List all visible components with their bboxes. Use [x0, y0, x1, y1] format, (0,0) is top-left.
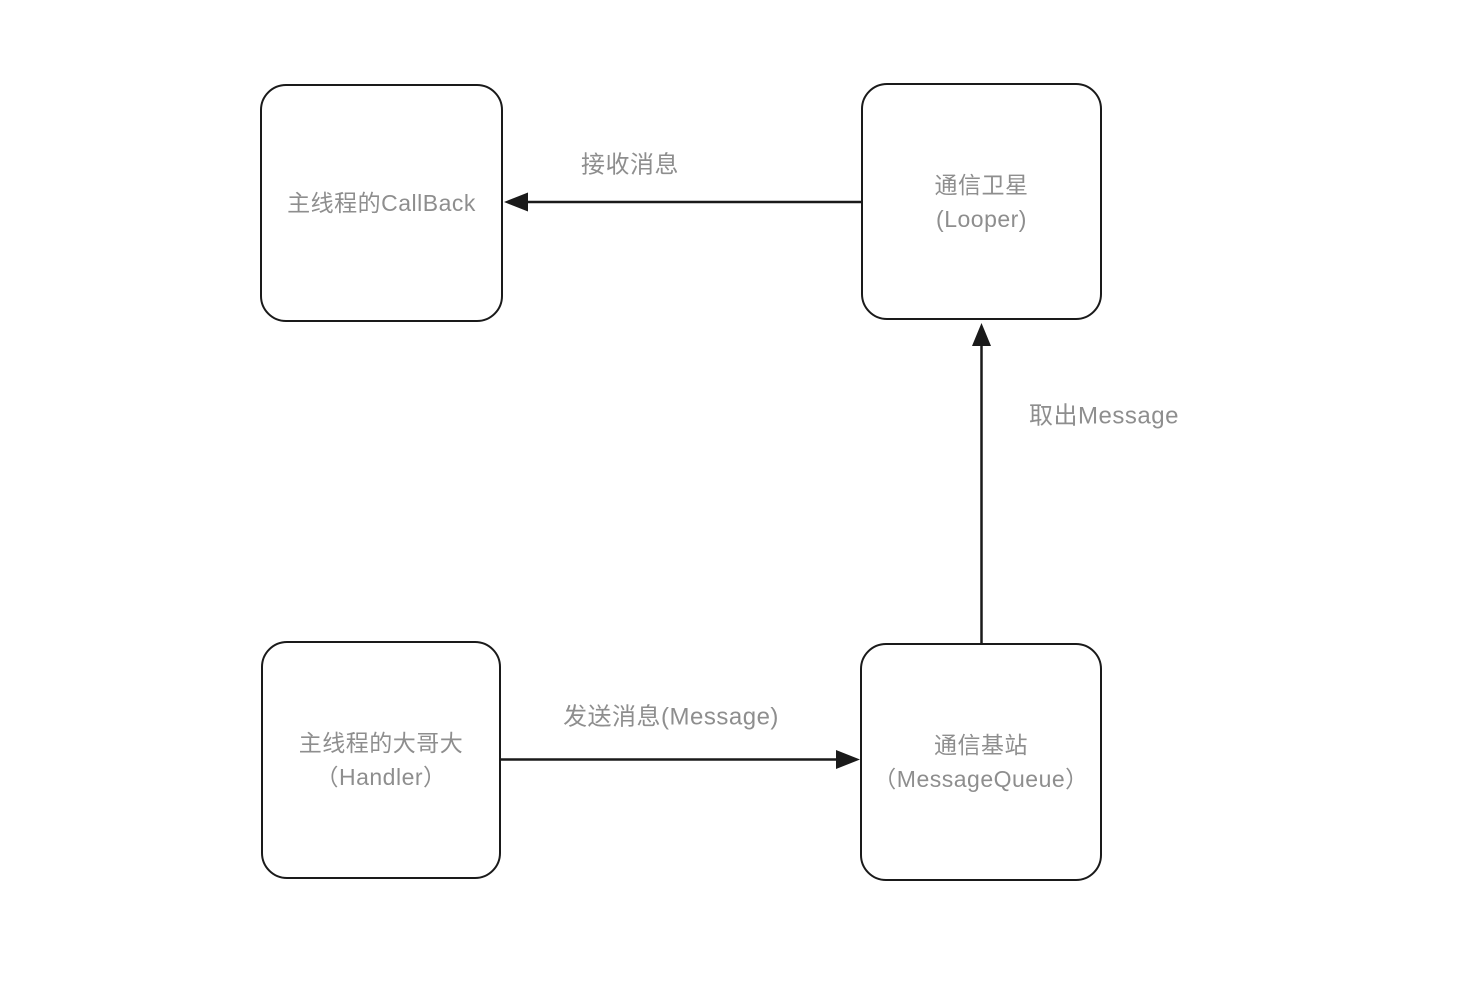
node-handler-sublabel: （Handler） [315, 764, 447, 790]
node-message-queue-sublabel: （MessageQueue） [873, 766, 1089, 792]
node-looper-sublabel: (Looper) [936, 205, 1027, 232]
edge-label-receive: 接收消息 [581, 151, 679, 179]
node-callback-label: 主线程的CallBack [287, 190, 476, 216]
node-handler: 主线程的大哥大 （Handler） [261, 641, 501, 879]
edge-receive-arrow [504, 192, 861, 212]
edge-label-send: 发送消息(Message) [563, 703, 779, 731]
edge-dequeue-arrow [972, 323, 991, 643]
edge-send-arrow [501, 750, 860, 769]
node-callback: 主线程的CallBack [260, 84, 503, 322]
node-message-queue: 通信基站 （MessageQueue） [860, 643, 1102, 881]
node-handler-label: 主线程的大哥大 [298, 730, 464, 756]
node-message-queue-label: 通信基站 [934, 732, 1028, 758]
node-looper-label: 通信卫星 [934, 171, 1029, 198]
edge-label-dequeue: 取出Message [1029, 402, 1179, 430]
node-looper: 通信卫星 (Looper) [861, 83, 1102, 320]
